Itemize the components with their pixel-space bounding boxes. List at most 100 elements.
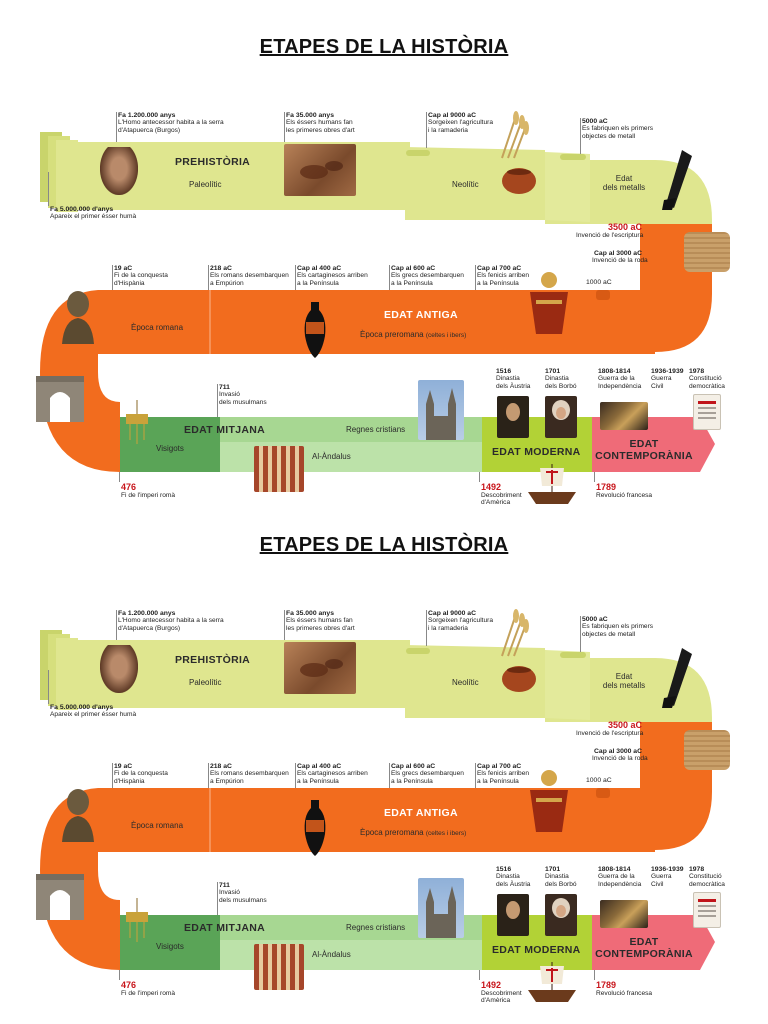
timeline-panel: ETAPES DE LA HISTÒRIA [0,530,768,1022]
bronze-axe-icon [660,646,696,710]
roman-bust-icon [58,784,98,844]
roman-arch-icon [34,870,86,922]
visigothic-crown-icon [122,400,152,454]
event-1000bc: 1000 aC [586,777,612,784]
visigothic-crown-icon [122,898,152,952]
homo-antecessor-head-icon [100,147,138,195]
goya-painting-icon [600,402,648,430]
contemporary-arrow [592,915,715,970]
portrait-carlos-v-icon [497,894,529,936]
caravel-ship-icon [524,960,580,1004]
phoenician-figure-icon [526,768,572,834]
cordoba-mosque-icon [254,446,304,492]
ancient-label: EDAT ANTIGA [384,309,458,321]
medieval-label: EDAT MITJANA [184,922,265,934]
timeline-panel: ETAPES DE LA HISTÒRIA [0,32,768,524]
al-andalus-label: Al-Àndalus [312,452,351,461]
preroman-label: Època preromana (celtes i ibers) [360,330,467,339]
roman-bust-icon [58,286,98,346]
goya-painting-icon [600,900,648,928]
constitution-document-icon [693,394,721,430]
al-andalus-label: Al-Àndalus [312,950,351,959]
wheat-icon [496,108,530,160]
gothic-cathedral-icon [418,878,464,938]
ancient-label: EDAT ANTIGA [384,807,458,819]
cave-painting-icon [284,144,356,196]
medieval-label: EDAT MITJANA [184,424,265,436]
neolithic-label: Neolític [452,678,479,687]
cave-painting-icon [284,642,356,694]
bronze-axe-icon [660,148,696,212]
portrait-felipe-v-icon [545,894,577,936]
christian-kingdoms-label: Regnes cristians [346,923,406,932]
christian-kingdoms-label: Regnes cristians [346,425,406,434]
roman-label: Època romana [131,323,184,332]
clay-bowl-icon [500,164,538,196]
roman-label: Època romana [131,821,184,830]
paleolithic-label: Paleolític [189,678,222,687]
portrait-carlos-v-icon [497,396,529,438]
portrait-felipe-v-icon [545,396,577,438]
greek-amphora-icon [302,300,328,360]
homo-antecessor-head-icon [100,645,138,693]
page-title: ETAPES DE LA HISTÒRIA [259,36,509,58]
preroman-label: Època preromana (celtes i ibers) [360,828,467,837]
roman-arch-icon [34,372,86,424]
modern-label: EDAT MODERNA [492,446,581,458]
wheat-icon [496,606,530,658]
event-1000bc: 1000 aC [586,279,612,286]
clay-tablet-icon [684,730,730,770]
phoenician-figure-icon [526,270,572,336]
timeline-bands [40,630,715,970]
neolithic-label: Neolític [452,180,479,189]
constitution-document-icon [693,892,721,928]
prehistory-label: PREHISTÒRIA [175,156,251,168]
caravel-ship-icon [524,462,580,506]
modern-label: EDAT MODERNA [492,944,581,956]
